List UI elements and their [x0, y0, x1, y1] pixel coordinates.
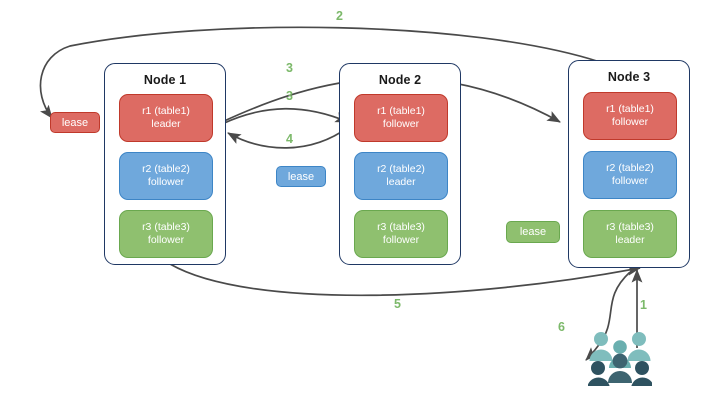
- replica-role: leader: [386, 176, 416, 188]
- edge-2-path: [39, 26, 601, 119]
- lease-label: lease: [519, 226, 547, 238]
- replica-name: r1 (table1): [606, 103, 654, 115]
- replica-node2-r2[interactable]: r2 (table2) leader: [354, 152, 448, 200]
- edge-label-3a: 3: [286, 61, 293, 75]
- lease-badge-r1[interactable]: lease: [50, 112, 100, 133]
- replica-role: follower: [611, 116, 649, 128]
- replica-role: leader: [615, 234, 645, 246]
- edge-label-4: 4: [286, 132, 293, 146]
- replica-node3-r3[interactable]: r3 (table3) leader: [583, 210, 677, 258]
- replica-node3-r1[interactable]: r1 (table1) follower: [583, 92, 677, 140]
- lease-badge-r3[interactable]: lease: [506, 221, 560, 243]
- lease-label: lease: [287, 170, 315, 183]
- replica-node2-r1[interactable]: r1 (table1) follower: [354, 94, 448, 142]
- replica-node1-r1[interactable]: r1 (table1) leader: [119, 94, 213, 142]
- replica-role: follower: [611, 175, 649, 187]
- edge-3-lower-path: [221, 107, 349, 125]
- lease-label: lease: [61, 116, 89, 129]
- replica-role: follower: [147, 176, 185, 188]
- edge-label-5: 5: [394, 297, 401, 311]
- replica-node3-r2[interactable]: r2 (table2) follower: [583, 151, 677, 199]
- node-title-node1: Node 1: [143, 73, 187, 87]
- replica-role: leader: [151, 118, 181, 130]
- node-container-node3: Node 3 r1 (table1) follower r2 (table2) …: [568, 60, 690, 268]
- replica-node2-r3[interactable]: r3 (table3) follower: [354, 210, 448, 258]
- edge-label-3b: 3: [286, 89, 293, 103]
- node-container-node1: Node 1 r1 (table1) leader r2 (table2) fo…: [104, 63, 226, 265]
- node-title-node3: Node 3: [607, 70, 651, 84]
- people-group-icon: [588, 332, 652, 386]
- edge-label-6: 6: [558, 320, 565, 334]
- replica-name: r3 (table3): [377, 221, 425, 233]
- replica-name: r2 (table2): [377, 163, 425, 175]
- replica-role: follower: [382, 118, 420, 130]
- replica-name: r1 (table1): [377, 105, 425, 117]
- replica-name: r1 (table1): [142, 105, 190, 117]
- edge-label-1: 1: [640, 298, 647, 312]
- lease-badge-r2[interactable]: lease: [276, 166, 326, 187]
- node-title-node2: Node 2: [378, 73, 422, 87]
- edge-4-path: [227, 125, 351, 149]
- edge-label-2: 2: [336, 9, 343, 23]
- replica-role: follower: [382, 234, 420, 246]
- replica-name: r2 (table2): [606, 162, 654, 174]
- replica-node1-r2[interactable]: r2 (table2) follower: [119, 152, 213, 200]
- node-container-node2: Node 2 r1 (table1) follower r2 (table2) …: [339, 63, 461, 265]
- replica-role: follower: [147, 234, 185, 246]
- replica-name: r3 (table3): [606, 221, 654, 233]
- replica-name: r3 (table3): [142, 221, 190, 233]
- replica-node1-r3[interactable]: r3 (table3) follower: [119, 210, 213, 258]
- replica-name: r2 (table2): [142, 163, 190, 175]
- edge-5-path: [169, 263, 642, 297]
